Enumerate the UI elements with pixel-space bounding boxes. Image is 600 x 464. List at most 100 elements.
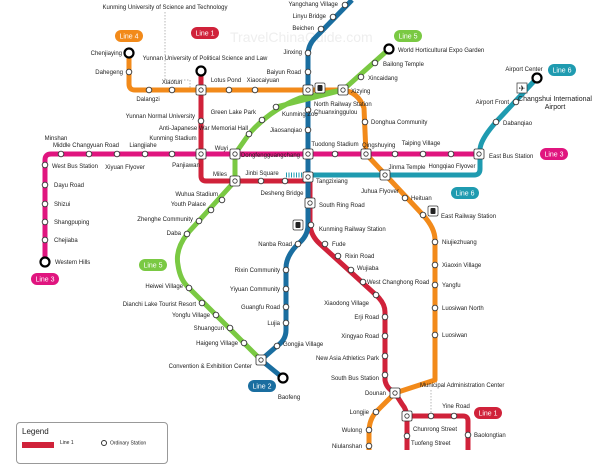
- station-marker[interactable]: [365, 426, 373, 434]
- station-marker[interactable]: [365, 442, 373, 450]
- station-marker[interactable]: [273, 342, 281, 350]
- station-marker[interactable]: [329, 13, 337, 21]
- station-marker[interactable]: [85, 150, 93, 158]
- station-marker[interactable]: [304, 49, 312, 57]
- interchange-station-icon[interactable]: [337, 84, 349, 96]
- station-marker[interactable]: [464, 431, 472, 439]
- interchange-station-icon[interactable]: [401, 410, 413, 422]
- station-marker[interactable]: [450, 412, 458, 420]
- station-marker[interactable]: [281, 177, 289, 185]
- station-marker[interactable]: [447, 150, 455, 158]
- line-5-badge[interactable]: Line 5: [139, 259, 167, 271]
- terminal-station-icon[interactable]: [39, 256, 51, 268]
- station-marker[interactable]: [361, 118, 369, 126]
- station-marker[interactable]: [185, 284, 193, 292]
- station-marker[interactable]: [307, 221, 315, 229]
- station-marker[interactable]: [359, 278, 367, 286]
- station-marker[interactable]: [317, 25, 325, 33]
- station-marker[interactable]: [282, 319, 290, 327]
- line-1-badge[interactable]: Line 1: [191, 27, 219, 39]
- station-marker[interactable]: [371, 59, 379, 67]
- station-marker[interactable]: [431, 261, 439, 269]
- line-6-badge[interactable]: Line 6: [451, 187, 479, 199]
- station-marker[interactable]: [125, 68, 133, 76]
- station-marker[interactable]: [207, 206, 215, 214]
- station-marker[interactable]: [372, 291, 380, 299]
- terminal-station-icon[interactable]: [277, 372, 289, 384]
- terminal-station-icon[interactable]: [123, 47, 135, 59]
- station-marker[interactable]: [212, 311, 220, 319]
- interchange-station-icon[interactable]: [255, 354, 267, 366]
- station-marker[interactable]: [347, 266, 355, 274]
- station-marker[interactable]: [341, 1, 349, 9]
- station-marker[interactable]: [41, 236, 49, 244]
- terminal-station-icon[interactable]: [195, 65, 207, 77]
- terminal-station-icon[interactable]: [531, 72, 543, 84]
- station-marker[interactable]: [431, 331, 439, 339]
- station-marker[interactable]: [258, 116, 266, 124]
- station-marker[interactable]: [304, 68, 312, 76]
- interchange-station-icon[interactable]: [360, 148, 372, 160]
- line-5-badge[interactable]: Line 5: [394, 30, 422, 42]
- station-marker[interactable]: [168, 150, 176, 158]
- station-marker[interactable]: [57, 150, 65, 158]
- station-marker[interactable]: [113, 150, 121, 158]
- line-3-badge[interactable]: Line 3: [540, 148, 568, 160]
- station-marker[interactable]: [431, 281, 439, 289]
- station-marker[interactable]: [401, 194, 409, 202]
- station-marker[interactable]: [321, 240, 329, 248]
- station-marker[interactable]: [41, 200, 49, 208]
- line-2-badge[interactable]: Line 2: [248, 380, 276, 392]
- station-marker[interactable]: [282, 266, 290, 274]
- station-marker[interactable]: [257, 177, 265, 185]
- station-marker[interactable]: [198, 299, 206, 307]
- station-marker[interactable]: [145, 86, 153, 94]
- station-marker[interactable]: [41, 181, 49, 189]
- station-marker[interactable]: [427, 412, 435, 420]
- station-marker[interactable]: [419, 150, 427, 158]
- station-marker[interactable]: [197, 117, 205, 125]
- station-marker[interactable]: [226, 324, 234, 332]
- station-marker[interactable]: [272, 103, 280, 111]
- line-1-badge[interactable]: Line 1: [474, 407, 502, 419]
- station-marker[interactable]: [240, 339, 248, 347]
- station-marker[interactable]: [225, 86, 233, 94]
- interchange-station-icon[interactable]: [379, 169, 391, 181]
- station-marker[interactable]: [294, 240, 302, 248]
- station-marker[interactable]: [334, 252, 342, 260]
- line-6-badge[interactable]: Line 6: [548, 64, 576, 76]
- station-marker[interactable]: [195, 217, 203, 225]
- interchange-station-icon[interactable]: [302, 84, 314, 96]
- interchange-station-icon[interactable]: [195, 148, 207, 160]
- station-marker[interactable]: [357, 73, 365, 81]
- station-marker[interactable]: [282, 285, 290, 293]
- station-marker[interactable]: [403, 432, 411, 440]
- interchange-station-icon[interactable]: [229, 148, 241, 160]
- station-marker[interactable]: [381, 313, 389, 321]
- station-marker[interactable]: [419, 211, 427, 219]
- station-marker[interactable]: [381, 332, 389, 340]
- station-marker[interactable]: [141, 150, 149, 158]
- station-marker[interactable]: [391, 150, 399, 158]
- station-marker[interactable]: [431, 304, 439, 312]
- station-marker[interactable]: [304, 126, 312, 134]
- station-marker[interactable]: [492, 118, 500, 126]
- interchange-station-icon[interactable]: [473, 148, 485, 160]
- interchange-station-icon[interactable]: [229, 175, 241, 187]
- interchange-station-icon[interactable]: [304, 197, 316, 209]
- interchange-station-icon[interactable]: [195, 84, 207, 96]
- interchange-station-icon[interactable]: [302, 171, 314, 183]
- station-marker[interactable]: [41, 161, 49, 169]
- station-marker[interactable]: [183, 230, 191, 238]
- station-marker[interactable]: [168, 86, 176, 94]
- station-marker[interactable]: [381, 371, 389, 379]
- station-marker[interactable]: [218, 196, 226, 204]
- station-marker[interactable]: [251, 86, 259, 94]
- line-4-badge[interactable]: Line 4: [115, 30, 143, 42]
- interchange-station-icon[interactable]: [389, 387, 401, 399]
- station-marker[interactable]: [431, 238, 439, 246]
- station-marker[interactable]: [282, 303, 290, 311]
- station-marker[interactable]: [245, 130, 253, 138]
- interchange-station-icon[interactable]: [302, 148, 314, 160]
- station-marker[interactable]: [381, 352, 389, 360]
